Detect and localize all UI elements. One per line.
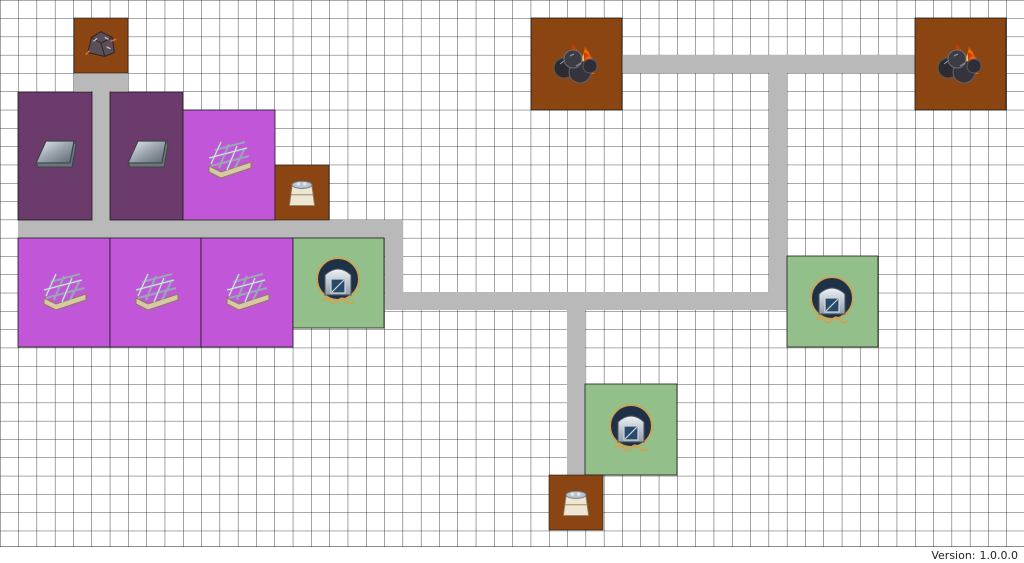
raw-ore-node[interactable]	[73, 17, 129, 74]
conveyor-belt[interactable]	[385, 292, 787, 310]
mesh-assembler-top[interactable]	[182, 109, 276, 221]
factory-grid-map[interactable]	[0, 0, 1024, 547]
storage-bottom[interactable]	[584, 383, 678, 476]
coal-node-2[interactable]	[914, 17, 1007, 111]
sack-icon	[562, 490, 590, 517]
conveyor-belt[interactable]	[567, 292, 585, 475]
conveyor-belt[interactable]	[385, 220, 403, 310]
conveyor-belt[interactable]	[769, 55, 787, 310]
conveyor-network	[18, 55, 915, 475]
conveyor-belt[interactable]	[18, 220, 403, 238]
ingot-smelter-2[interactable]	[109, 91, 184, 221]
storage-left[interactable]	[292, 237, 385, 329]
version-label: Version:	[931, 549, 976, 562]
conveyor-belt[interactable]	[622, 55, 915, 73]
sack-node-top[interactable]	[274, 164, 330, 221]
sack-icon	[288, 180, 316, 207]
mesh-assembler-3[interactable]	[200, 237, 294, 348]
version-readout: Version:1.0.0.0	[927, 549, 1018, 562]
conveyor-belt[interactable]	[92, 73, 110, 238]
version-value: 1.0.0.0	[979, 549, 1018, 562]
mesh-assembler-1[interactable]	[17, 237, 111, 348]
mesh-assembler-2[interactable]	[109, 237, 202, 348]
coal-node-1[interactable]	[530, 17, 623, 111]
sack-node-bottom[interactable]	[548, 474, 604, 531]
storage-right[interactable]	[786, 255, 879, 348]
ingot-smelter-1[interactable]	[17, 91, 93, 221]
